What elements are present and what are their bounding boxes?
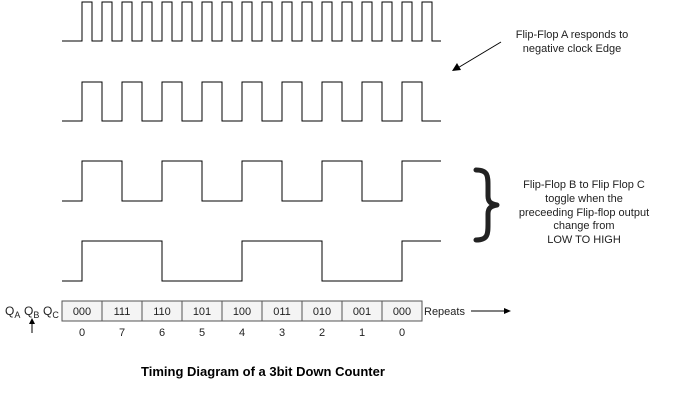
state-bits: 101 — [193, 306, 211, 318]
q-labels: QA QB QC — [5, 304, 59, 333]
label-qc: QC — [43, 304, 59, 320]
repeats-arrow-head-icon — [504, 308, 511, 314]
qa-waveform — [62, 81, 441, 122]
annotation-b-line-1: Flip-Flop B to Flip Flop C — [523, 179, 645, 191]
state-decimal: 5 — [199, 327, 205, 339]
annotation-a-arrow-line — [455, 41, 502, 70]
annotation-b-line-5: LOW TO HIGH — [547, 234, 621, 246]
annotation-b-line-4: change from — [553, 220, 614, 232]
state-cell — [381, 300, 423, 322]
qb-up-arrow-head-icon — [29, 318, 35, 324]
label-qb: QB — [24, 304, 39, 320]
qb-waveform — [62, 160, 441, 202]
annotation-flip-flop-b-c: Flip-Flop B to Flip Flop C toggle when t… — [473, 167, 649, 246]
state-bits: 010 — [313, 306, 331, 318]
state-decimal: 0 — [79, 327, 85, 339]
state-decimal: 3 — [279, 327, 285, 339]
repeats-label: Repeats — [424, 306, 465, 318]
diagram-title: Timing Diagram of a 3bit Down Counter — [141, 364, 385, 379]
state-bits: 000 — [73, 306, 91, 318]
state-decimal: 6 — [159, 327, 165, 339]
decimal-row: 0 7 6 5 4 3 2 1 0 — [79, 327, 405, 339]
state-decimal: 4 — [239, 327, 245, 339]
state-bits: 110 — [153, 306, 171, 318]
annotation-b-line-2: toggle when the — [545, 193, 623, 205]
waveforms — [62, 1, 441, 282]
state-bits: 111 — [114, 306, 131, 318]
annotation-a-line-2: negative clock Edge — [523, 43, 621, 55]
state-decimal: 7 — [119, 327, 125, 339]
state-table: 000 111 110 101 100 011 010 001 000 — [61, 300, 423, 322]
annotation-a-line-1: Flip-Flop A responds to — [516, 29, 629, 41]
clock-waveform — [62, 1, 441, 42]
state-decimal: 1 — [359, 327, 365, 339]
annotation-flip-flop-a: Flip-Flop A responds to negative clock E… — [452, 29, 628, 71]
annotation-a-arrow-head-icon — [452, 63, 461, 71]
state-bits: 100 — [233, 306, 251, 318]
repeats-indicator: Repeats — [424, 306, 511, 318]
qc-waveform — [62, 240, 441, 282]
state-decimal: 0 — [399, 327, 405, 339]
state-decimal: 2 — [319, 327, 325, 339]
state-bits: 011 — [273, 306, 291, 318]
state-bits: 000 — [393, 306, 411, 318]
state-bits: 001 — [353, 306, 371, 318]
label-qa: QA — [5, 304, 20, 320]
curly-brace-icon — [473, 167, 500, 243]
annotation-b-line-3: preceeding Flip-flop output — [519, 207, 649, 219]
